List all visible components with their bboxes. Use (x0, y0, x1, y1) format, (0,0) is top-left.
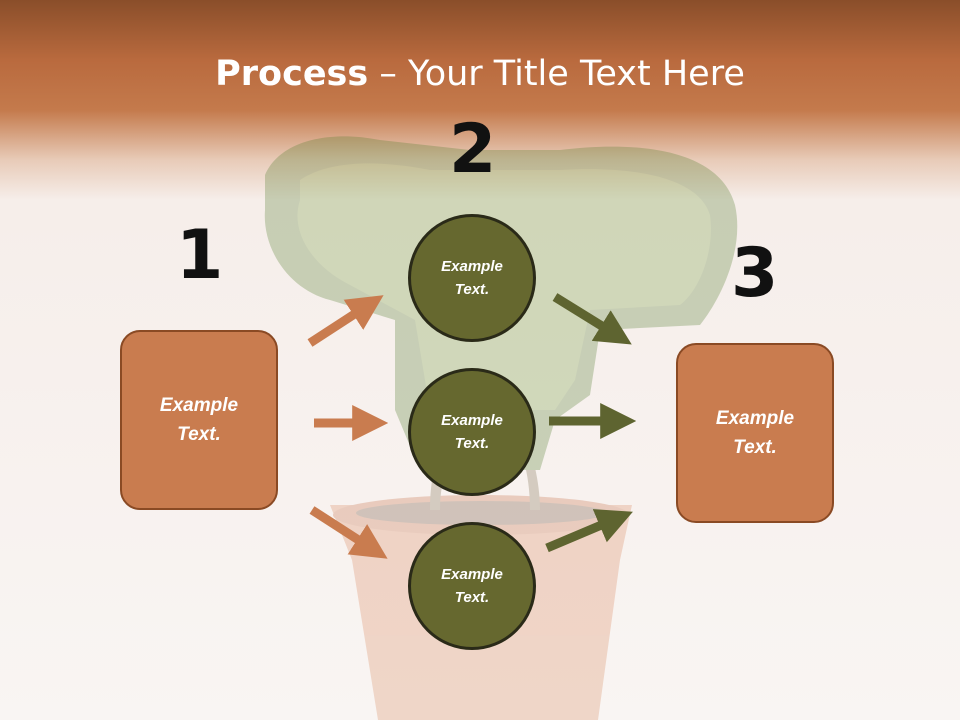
arrow-left-down (309, 506, 388, 559)
step-box-3: Example Text. (676, 343, 834, 523)
arrow-right-up (545, 509, 633, 553)
title-bold: Process (215, 54, 369, 94)
step-box-3-text: Example Text. (715, 408, 795, 458)
circle-bottom-text: Example Text. (441, 566, 503, 606)
step-number-2: 2 (449, 110, 497, 189)
title-rest: – Your Title Text Here (368, 54, 745, 94)
arrow-right-down (552, 293, 632, 345)
process-circle-middle: Example Text. (408, 368, 536, 496)
circle-top-text: Example Text. (441, 258, 503, 298)
step-number-1: 1 (176, 216, 224, 295)
circle-middle-text: Example Text. (441, 412, 503, 452)
process-circle-bottom: Example Text. (408, 522, 536, 650)
step-number-3: 3 (731, 234, 779, 313)
step-box-1: Example Text. (120, 330, 278, 510)
arrow-left-up (307, 295, 384, 347)
process-circle-top: Example Text. (408, 214, 536, 342)
step-box-1-text: Example Text. (159, 395, 239, 445)
slide-title: Process – Your Title Text Here (0, 52, 960, 96)
